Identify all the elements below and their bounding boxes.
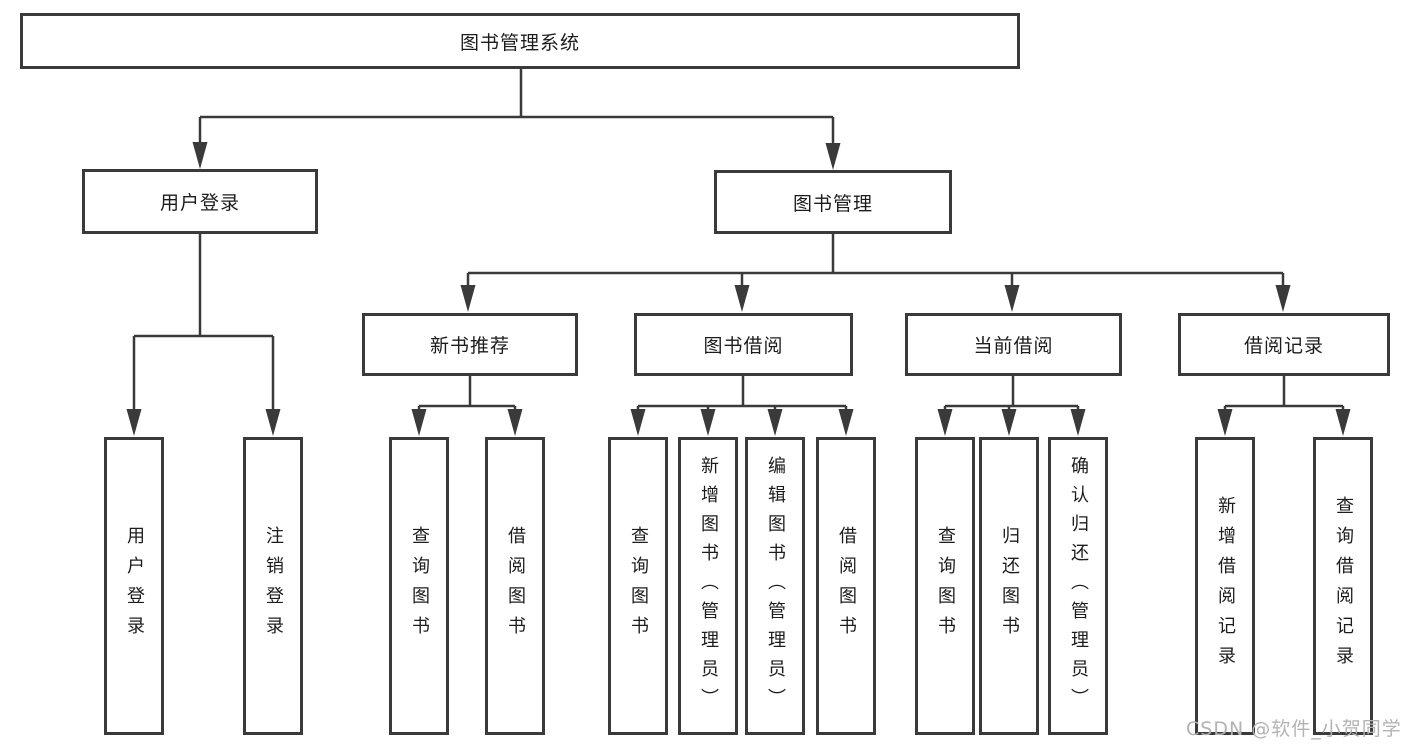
- arrowheads: [126, 142, 1351, 436]
- leaf-label: 注销登录: [263, 526, 284, 646]
- node-new-book-recommendation: 新书推荐: [362, 313, 578, 376]
- node-borrowing-records: 借阅记录: [1178, 313, 1390, 376]
- node-current-borrowing: 当前借阅: [905, 313, 1122, 376]
- leaf-user-login: 用户登录: [104, 437, 164, 735]
- leaf-label: 借阅图书: [836, 526, 857, 646]
- leaf-query-books-recommend: 查询图书: [389, 437, 449, 735]
- leaf-label: 查询借阅记录: [1333, 496, 1354, 676]
- leaf-add-borrow-record: 新增借阅记录: [1195, 437, 1255, 735]
- leaf-label: 用户登录: [124, 526, 145, 646]
- leaf-edit-books-admin: 编辑图书（管理员）: [745, 437, 805, 735]
- leaf-query-books-borrow: 查询图书: [608, 437, 668, 735]
- leaf-label: 查询图书: [935, 526, 956, 646]
- leaf-return-books: 归还图书: [979, 437, 1039, 735]
- leaf-borrow-books-recommend: 借阅图书: [485, 437, 545, 735]
- node-book-management: 图书管理: [714, 170, 952, 234]
- leaf-label: 查询图书: [409, 526, 430, 646]
- leaf-label: 查询图书: [628, 526, 649, 646]
- leaf-query-borrow-record: 查询借阅记录: [1313, 437, 1373, 735]
- leaf-confirm-return-admin: 确认归还（管理员）: [1048, 437, 1108, 735]
- node-library-management-system: 图书管理系统: [20, 13, 1020, 69]
- leaf-label: 新增图书（管理员）: [698, 455, 719, 717]
- node-book-borrowing: 图书借阅: [634, 313, 853, 376]
- leaf-add-books-admin: 新增图书（管理员）: [678, 437, 738, 735]
- leaf-label: 编辑图书（管理员）: [765, 455, 786, 717]
- leaf-label: 新增借阅记录: [1215, 496, 1236, 676]
- leaf-borrow-books: 借阅图书: [816, 437, 876, 735]
- node-user-login: 用户登录: [82, 169, 318, 234]
- leaf-query-books-current: 查询图书: [915, 437, 975, 735]
- leaf-label: 确认归还（管理员）: [1068, 455, 1089, 717]
- leaf-logout: 注销登录: [243, 437, 303, 735]
- leaf-label: 借阅图书: [505, 526, 526, 646]
- leaf-label: 归还图书: [999, 526, 1020, 646]
- csdn-watermark: CSDN @软件_小贺同学: [1186, 718, 1402, 740]
